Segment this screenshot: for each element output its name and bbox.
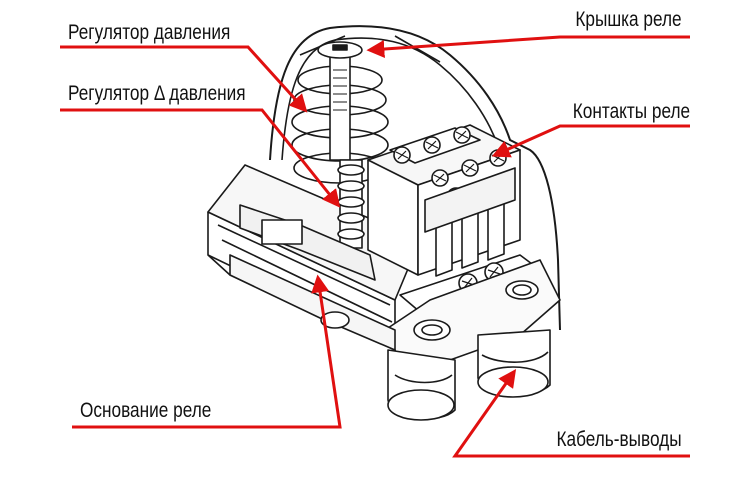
- label-delta-regulator: Регулятор Δ давления: [68, 82, 246, 105]
- label-pressure-regulator: Регулятор давления: [68, 21, 231, 44]
- label-relay-cover: Крышка реле: [575, 8, 682, 31]
- leader-relay-base: [72, 274, 342, 429]
- pressure-adjust-screw: [317, 41, 363, 161]
- leader-relay-cover: [366, 35, 690, 58]
- label-relay-base: Основание реле: [80, 399, 212, 422]
- leader-pressure-regulator: [60, 45, 308, 113]
- leader-cable-outlets: [452, 369, 690, 458]
- label-relay-contacts: Контакты реле: [572, 100, 690, 123]
- label-cable-outlets: Кабель-выводы: [556, 428, 682, 451]
- leader-relay-contacts: [491, 124, 690, 158]
- relay-cover-frame: [269, 25, 561, 331]
- delta-regulator-stud: [337, 159, 365, 249]
- leader-lines: [60, 35, 690, 458]
- leader-delta-regulator: [60, 108, 341, 208]
- relay-contact-block: [367, 124, 521, 277]
- device-drawing: [207, 25, 561, 421]
- cable-glands: [387, 329, 551, 421]
